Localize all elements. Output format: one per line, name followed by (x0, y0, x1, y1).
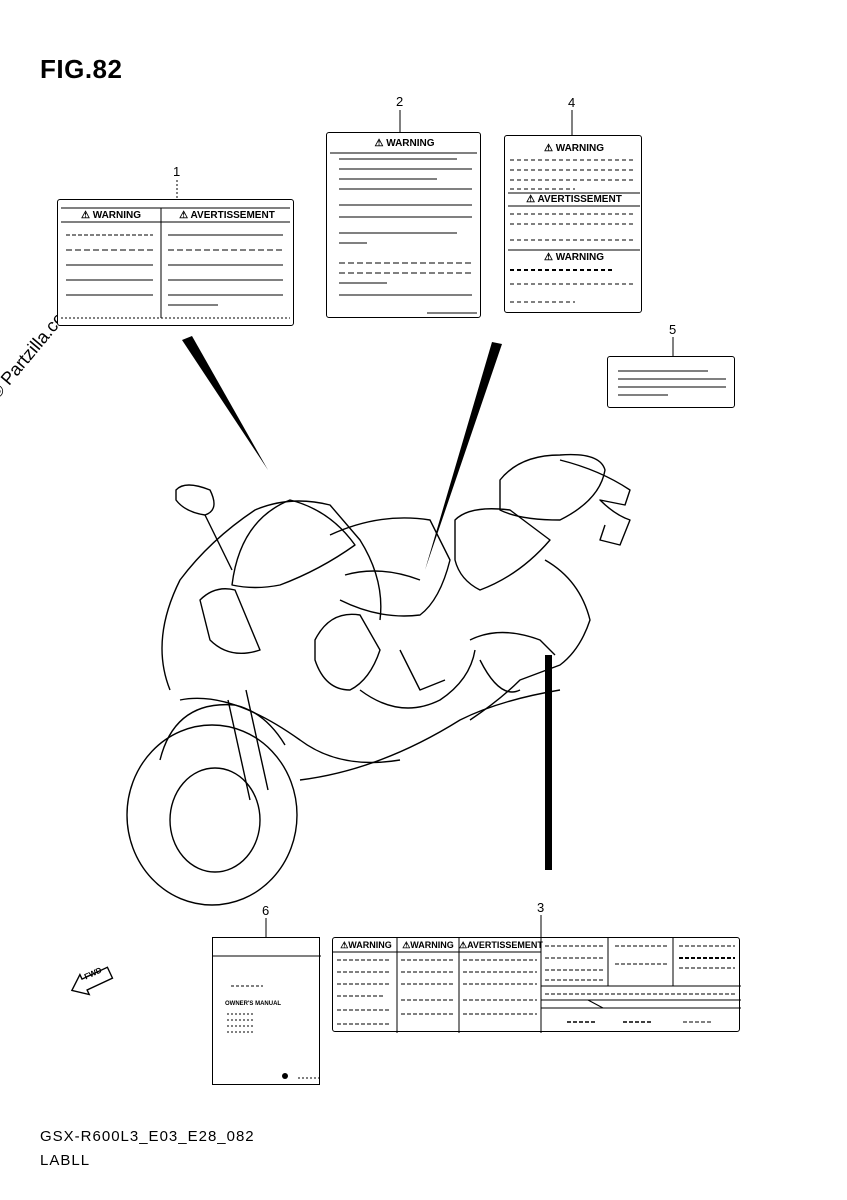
owners-manual: OWNER'S MANUAL (212, 937, 321, 1085)
callout-1: 1 (173, 164, 181, 179)
label-2-lines (330, 152, 477, 314)
label-1: ⚠ WARNING ⚠ AVERTISSEMENT (57, 199, 294, 326)
figure-name: LABLL (40, 1152, 91, 1169)
label-4: ⚠ WARNING ⚠ AVERTISSEMENT ⚠ WARNING (504, 135, 642, 313)
figure-code: GSX-R600L3_E03_E28_082 (40, 1128, 255, 1145)
label-3-heading-2: ⚠WARNING (402, 940, 454, 950)
label-2: ⚠ WARNING (326, 132, 481, 318)
callout-2: 2 (396, 94, 404, 109)
label-4-heading-3: ⚠ WARNING (543, 252, 605, 263)
callout-3: 3 (537, 900, 545, 915)
leader-line-2 (425, 342, 502, 570)
manual-title: OWNER'S MANUAL (225, 1001, 282, 1007)
leader-line-3 (545, 655, 552, 870)
leader-line-1 (182, 336, 268, 470)
callout-6: 6 (262, 903, 270, 918)
label-1-right-heading: ⚠ AVERTISSEMENT (179, 210, 275, 221)
label-5 (607, 356, 735, 408)
motorcycle-outline (126, 453, 631, 906)
label-1-left-heading: ⚠ WARNING (80, 210, 142, 221)
callout-5: 5 (669, 322, 677, 337)
label-4-heading-2: ⚠ AVERTISSEMENT (526, 194, 622, 205)
label-1-lines (61, 207, 290, 319)
label-3-lines (333, 938, 741, 1033)
label-5-lines (618, 370, 726, 396)
label-4-lines (508, 159, 640, 303)
label-4-heading-1: ⚠ WARNING (543, 143, 605, 154)
callout-4: 4 (568, 95, 576, 110)
label-3: ⚠WARNING ⚠WARNING ⚠AVERTISSEMENT (332, 937, 741, 1033)
figure-title: FIG.82 (40, 54, 123, 84)
label-3-heading-1: ⚠WARNING (340, 940, 392, 950)
label-2-heading: ⚠ WARNING (374, 138, 435, 149)
label-3-heading-3: ⚠AVERTISSEMENT (459, 940, 543, 950)
manual-lines (213, 955, 321, 1079)
